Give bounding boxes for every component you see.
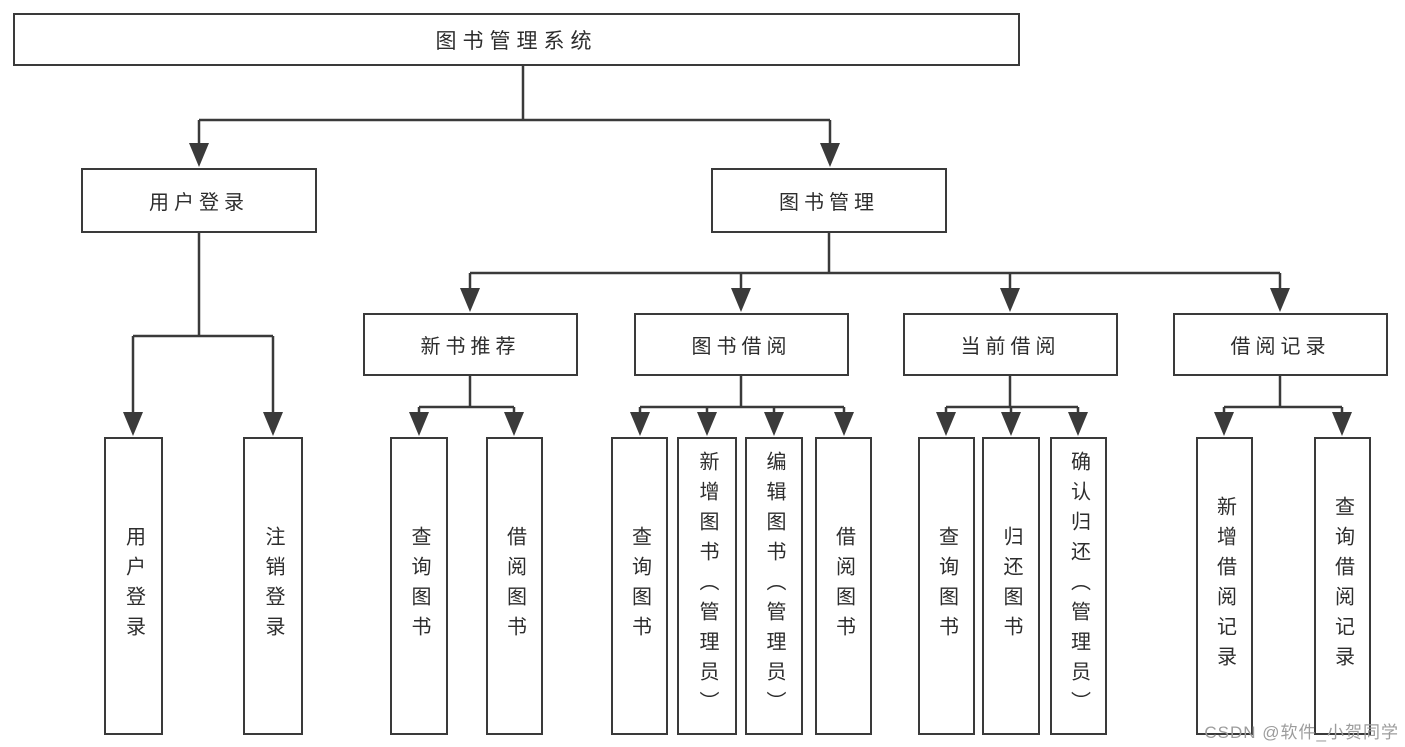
node-book-borrowing: 图书借阅 bbox=[634, 313, 849, 376]
leaf-user-login: 用户登录 bbox=[104, 437, 163, 735]
node-book-management: 图书管理 bbox=[711, 168, 947, 233]
leaf-query-books-recommend: 查询图书 bbox=[390, 437, 448, 735]
node-user-login: 用户登录 bbox=[81, 168, 317, 233]
leaf-add-borrow-record: 新增借阅记录 bbox=[1196, 437, 1253, 735]
leaf-query-books-borrowing: 查询图书 bbox=[611, 437, 668, 735]
node-current-borrowing: 当前借阅 bbox=[903, 313, 1118, 376]
leaf-borrow-books-recommend: 借阅图书 bbox=[486, 437, 543, 735]
leaf-logout: 注销登录 bbox=[243, 437, 303, 735]
leaf-borrow-books-borrowing: 借阅图书 bbox=[815, 437, 872, 735]
connector-paths bbox=[131, 66, 1344, 414]
leaf-confirm-return-admin: 确认归还（管理员） bbox=[1050, 437, 1107, 735]
csdn-watermark: CSDN @软件_小贺同学 bbox=[1204, 723, 1399, 742]
leaf-add-book-admin: 新增图书（管理员） bbox=[677, 437, 737, 735]
leaf-query-borrow-record: 查询借阅记录 bbox=[1314, 437, 1371, 735]
node-root: 图书管理系统 bbox=[13, 13, 1020, 66]
leaf-edit-book-admin: 编辑图书（管理员） bbox=[745, 437, 803, 735]
leaf-query-books-current: 查询图书 bbox=[918, 437, 975, 735]
node-new-book-recommendation: 新书推荐 bbox=[363, 313, 578, 376]
leaf-return-books: 归还图书 bbox=[982, 437, 1040, 735]
node-borrowing-records: 借阅记录 bbox=[1173, 313, 1388, 376]
arrowheads bbox=[123, 143, 1352, 436]
